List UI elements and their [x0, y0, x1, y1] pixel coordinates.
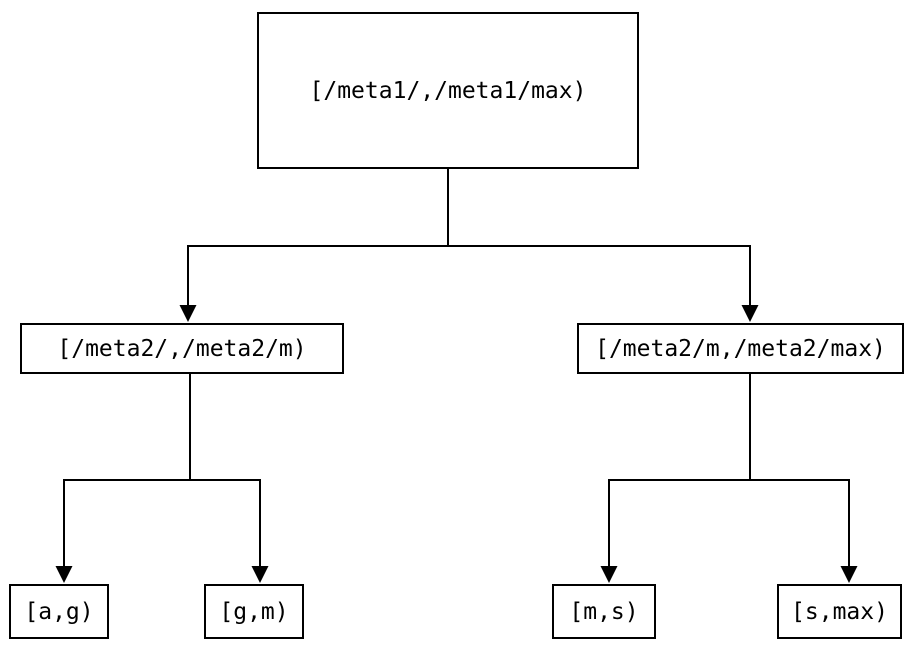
- connector-line: [748, 373, 851, 566]
- tree-edge: [188, 373, 269, 583]
- tree-node-mid-left[interactable]: [/meta2/,/meta2/m): [20, 323, 344, 374]
- node-label: [/meta1/,/meta1/max): [310, 78, 587, 104]
- connector-line: [188, 373, 262, 566]
- arrowhead-icon: [251, 566, 269, 583]
- arrowhead-icon: [840, 566, 858, 583]
- tree-node-root[interactable]: [/meta1/,/meta1/max): [257, 12, 639, 169]
- tree-node-leaf-g-m[interactable]: [g,m): [204, 584, 304, 639]
- arrowhead-icon: [600, 566, 618, 583]
- connector-line: [186, 168, 450, 305]
- node-label: [/meta2/,/meta2/m): [57, 336, 306, 362]
- node-label: [s,max): [791, 599, 888, 625]
- arrowhead-icon: [179, 305, 197, 322]
- node-label: [g,m): [219, 599, 288, 625]
- node-box[interactable]: [552, 584, 656, 639]
- node-box[interactable]: [20, 323, 344, 374]
- tree-node-mid-right[interactable]: [/meta2/m,/meta2/max): [577, 323, 904, 374]
- node-label: [/meta2/m,/meta2/max): [595, 336, 886, 362]
- node-box[interactable]: [257, 12, 639, 169]
- arrowhead-icon: [741, 305, 759, 322]
- tree-node-leaf-m-s[interactable]: [m,s): [552, 584, 656, 639]
- node-box[interactable]: [777, 584, 902, 639]
- tree-node-leaf-a-g[interactable]: [a,g): [9, 584, 109, 639]
- tree-edge: [179, 168, 450, 322]
- tree-edge: [600, 373, 752, 583]
- connector-line: [62, 373, 192, 566]
- arrowhead-icon: [55, 566, 73, 583]
- node-label: [a,g): [24, 599, 93, 625]
- edges-layer: [55, 168, 858, 583]
- tree-edge: [748, 373, 858, 583]
- node-label: [m,s): [569, 599, 638, 625]
- node-box[interactable]: [204, 584, 304, 639]
- tree-node-leaf-s-max[interactable]: [s,max): [777, 584, 902, 639]
- nodes-layer: [/meta1/,/meta1/max) [/meta2/,/meta2/m) [/…: [9, 12, 904, 639]
- connector-line: [607, 373, 752, 566]
- tree-edge: [446, 168, 759, 322]
- node-box[interactable]: [577, 323, 904, 374]
- tree-edge: [55, 373, 192, 583]
- connector-line: [446, 168, 752, 305]
- node-box[interactable]: [9, 584, 109, 639]
